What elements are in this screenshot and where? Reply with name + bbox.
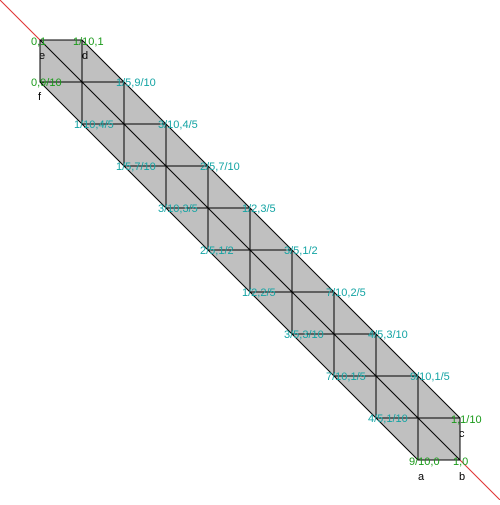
vertex-name-label: a <box>418 471 425 483</box>
grid-coordinate-label: 4/5,3/10 <box>368 329 408 341</box>
corner-coordinate-label: 0,9/10 <box>31 77 62 89</box>
vertex-name-label: c <box>459 428 465 440</box>
grid-coordinate-label: 3/5,3/10 <box>284 329 324 341</box>
grid-coordinate-label: 7/10,2/5 <box>326 287 366 299</box>
grid-coordinate-label: 1/5,7/10 <box>116 161 156 173</box>
grid-diagonal-line <box>81 81 125 125</box>
grid-diagonal-line <box>333 333 377 377</box>
grid-coordinate-label: 2/5,1/2 <box>200 245 234 257</box>
grid-coordinate-label: 3/10,3/5 <box>158 203 198 215</box>
grid-coordinate-label: 1/5,9/10 <box>116 77 156 89</box>
grid-diagonal-line <box>123 123 167 167</box>
vertex-name-label: b <box>459 471 465 483</box>
vertex-name-label: f <box>38 91 42 103</box>
grid-coordinate-label: 1/2,2/5 <box>242 287 276 299</box>
corner-coordinate-label: 0,1 <box>31 36 46 48</box>
grid-coordinate-label: 2/5,7/10 <box>200 161 240 173</box>
grid-coordinate-label: 9/10,1/5 <box>410 371 450 383</box>
grid-diagonal-line <box>291 291 335 335</box>
corner-coordinate-label: 1,1/10 <box>451 414 482 426</box>
grid-diagonal-line <box>375 375 419 419</box>
corner-coordinate-label: 9/10,0 <box>409 456 440 468</box>
corner-coordinate-label: 1,0 <box>453 456 468 468</box>
corner-coordinate-label: 1/10,1 <box>73 36 104 48</box>
vertex-name-label: e <box>39 50 45 62</box>
grid-coordinate-label: 1/10,4/5 <box>74 119 114 131</box>
grid-coordinate-label: 1/2,3/5 <box>242 203 276 215</box>
grid-diagonal-line <box>207 207 251 251</box>
grid-diagonal-line <box>249 249 293 293</box>
grid-diagonal-line <box>165 165 209 209</box>
vertex-name-label: d <box>82 50 88 62</box>
grid-coordinate-label: 7/10,1/5 <box>326 371 366 383</box>
grid-coordinate-label: 3/10,4/5 <box>158 119 198 131</box>
grid-coordinate-label: 4/5,1/10 <box>368 413 408 425</box>
grid-diagonal-line <box>417 417 461 461</box>
grid-diagonal-line <box>39 39 83 83</box>
grid-coordinate-label: 3/5,1/2 <box>284 245 318 257</box>
